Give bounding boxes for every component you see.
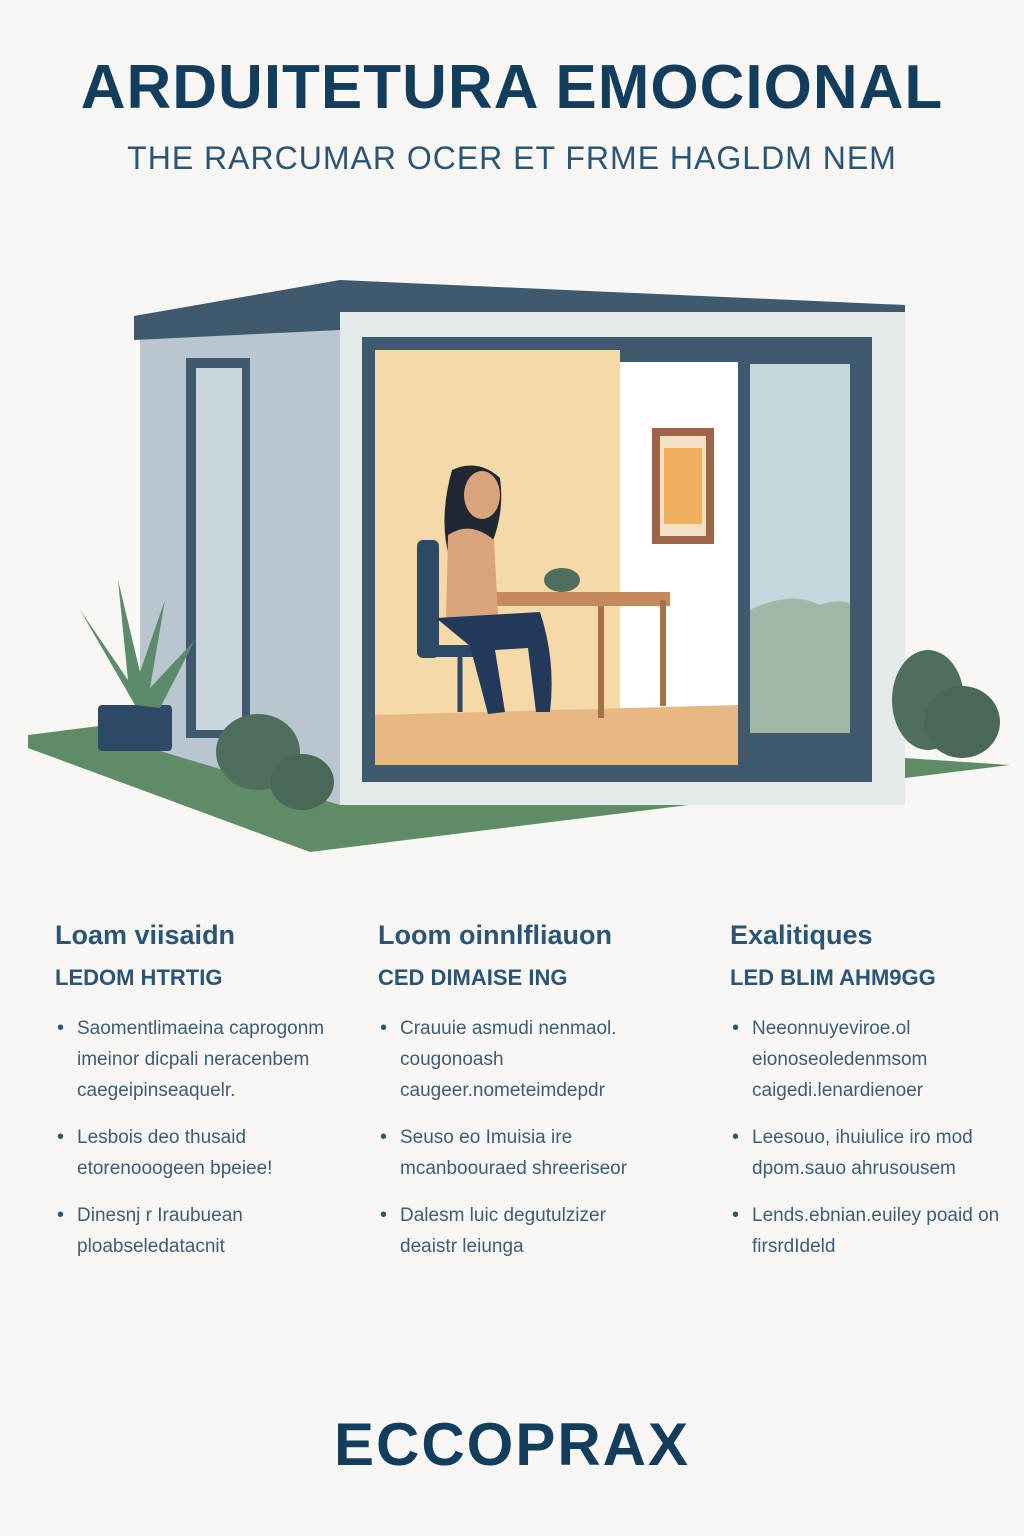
brand-logo: ECCOPRAX — [333, 1411, 691, 1478]
feature-column-2: Loom oinnlfliauon CED DIMAISE ING Crauui… — [378, 920, 668, 1278]
list-item: Seuso eo Imuisia ire mcanboouraed shreer… — [378, 1122, 668, 1184]
list-item: Leesouo, ihuiulice iro mod dpom.sauo ahr… — [730, 1122, 1020, 1184]
desk-plant — [544, 568, 580, 592]
person-legs — [436, 612, 552, 714]
desk-leg-1 — [598, 606, 604, 718]
bullet-list: Crauuie asmudi nenmaol. cougonoash cauge… — [378, 1013, 668, 1262]
list-item: Dalesm luic degutulzizer deaistr leiunga — [378, 1200, 668, 1262]
shrub-left-2 — [270, 754, 334, 810]
list-item: Crauuie asmudi nenmaol. cougonoash cauge… — [378, 1013, 668, 1106]
sliding-door-hills — [750, 598, 850, 733]
person-torso — [446, 528, 498, 620]
column-heading: Exalitiques — [730, 920, 873, 950]
cabin-illustration — [28, 280, 1010, 852]
desk-leg-2 — [660, 600, 666, 706]
bullet-list: Neeonnuyeviroe.ol eionoseoledenmsom caig… — [730, 1013, 1020, 1262]
shrub-right-2 — [924, 686, 1000, 758]
list-item: Lends.ebnian.euiley poaid on firsrdIdeld — [730, 1200, 1020, 1262]
plant-pot — [98, 705, 172, 751]
side-door-glass — [196, 368, 242, 730]
interior-floor — [375, 705, 738, 765]
plant-leaves — [80, 580, 195, 708]
column-subheading: LED BLIM AHM9GG — [730, 965, 936, 990]
feature-column-1: Loam viisaidn LEDOM HTRTIG Saomentlimaei… — [55, 920, 345, 1278]
list-item: Neeonnuyeviroe.ol eionoseoledenmsom caig… — [730, 1013, 1020, 1106]
column-heading: Loam viisaidn — [55, 920, 236, 950]
column-heading: Loom oinnlfliauon — [378, 920, 612, 950]
list-item: Lesbois deo thusaid etorenooogeen bpeiee… — [55, 1122, 345, 1184]
bullet-list: Saomentlimaeina caprogonm imeinor dicpal… — [55, 1013, 345, 1262]
chair-back — [417, 540, 439, 658]
list-item: Saomentlimaeina caprogonm imeinor dicpal… — [55, 1013, 345, 1106]
column-subheading: LEDOM HTRTIG — [55, 965, 223, 990]
column-subheading: CED DIMAISE ING — [378, 965, 568, 990]
wall-picture-art — [664, 448, 702, 524]
list-item: Dinesnj r Iraubuean ploabseledatacnit — [55, 1200, 345, 1262]
feature-column-3: Exalitiques LED BLIM AHM9GG Neeonnuyevir… — [730, 920, 1020, 1278]
poster-title: ARDUITETURA EMOCIONAL — [80, 53, 944, 122]
person-head — [464, 471, 500, 519]
desk-top — [495, 592, 670, 606]
poster-subtitle: THE RARCUMAR OCER ET FRME HAGLDM NEM — [127, 140, 897, 176]
